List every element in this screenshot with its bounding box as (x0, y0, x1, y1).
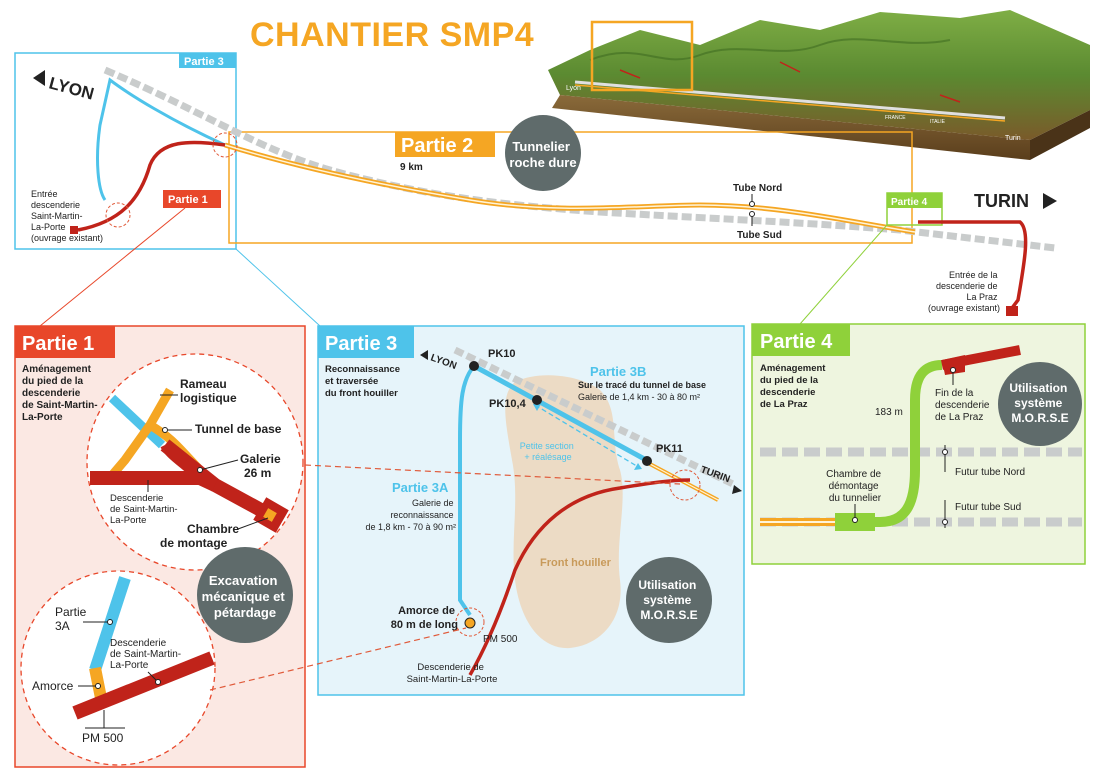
panel1-descenderie2-label: Descenderie de Saint-Martin- La-Porte (110, 638, 184, 671)
panel4-chambre-label: Chambre de démontage du tunnelier (826, 469, 884, 504)
panel3-pk10-label: PK10 (488, 348, 516, 360)
overview-partie1-tag: Partie 1 (168, 194, 208, 206)
panel3-front-houiller-zone (505, 375, 623, 649)
panel3-partie3a-desc: Galerie de reconnaissance de 1,8 km - 70… (365, 498, 456, 532)
panel3-amorce-label: Amorce de 80 m de long (391, 605, 458, 631)
panel3-front-houiller-label: Front houiller (540, 557, 612, 569)
relief-highlight-frame (590, 20, 694, 92)
relief-turin-label: Turin (1005, 135, 1021, 142)
panel3-partie3a-title: Partie 3A (392, 480, 449, 495)
main-title: CHANTIER SMP4 (250, 16, 534, 54)
panel-partie3: Partie 3 Reconnaissance et traversée du … (317, 325, 745, 696)
overview-entree-praz: Entrée de la descenderie de La Praz (ouv… (928, 270, 1000, 313)
overview-partie3-frame (14, 52, 237, 250)
panel1-chambre-label: Chambre de montage (160, 522, 242, 550)
panel3-pm500-label: PM 500 (483, 634, 518, 645)
panel-partie4: Partie 4 Aménagement du pied de la desce… (751, 323, 1086, 565)
panel4-futur-nord: Futur tube Nord (955, 467, 1025, 478)
panel3-partie3b-line2: Galerie de 1,4 km - 30 à 80 m² (578, 392, 700, 402)
overview-partie2-tag: Partie 2 (401, 135, 473, 157)
relief-france-label: FRANCE (885, 115, 906, 121)
panel1-description: Aménagement du pied de la descenderie de… (22, 364, 100, 423)
panel1-galerie-label: Galerie 26 m (240, 452, 284, 480)
overview-map: Partie 3 Partie 2 9 km Partie 1 LYON Ent… (14, 52, 1057, 327)
overview-partie4-tag: Partie 4 (891, 197, 928, 208)
panel3-header: Partie 3 (325, 333, 397, 355)
panel4-morse-badge (998, 362, 1082, 446)
overview-length: 9 km (400, 162, 423, 173)
panel4-header: Partie 4 (760, 331, 833, 353)
panel3-morse-text: Utilisation système M.O.R.S.E (638, 578, 699, 622)
panel4-morse-text: Utilisation système M.O.R.S.E (1009, 381, 1070, 425)
panel3-pk104-marker (532, 395, 542, 405)
overview-lyon-arrow (33, 70, 45, 86)
panel3-description: Reconnaissance et traversée du front hou… (325, 364, 403, 399)
relief-italie-label: ITALIE (930, 119, 946, 125)
panel3-pk10-marker (469, 361, 479, 371)
panel1-excavation-text: Excavation mécanique et pétardage (202, 573, 289, 620)
relief-block: Lyon FRANCE ITALIE Turin (548, 10, 1090, 160)
overview-turin-label: TURIN (974, 191, 1029, 211)
panel3-petite-section: Petite section + réalésage (520, 441, 577, 462)
overview-entree-smlp: Entrée descenderie Saint-Martin- La-Port… (31, 189, 103, 243)
panel3-descenderie-label: Descenderie de Saint-Martin-La-Porte (407, 662, 498, 685)
panel4-length-label: 183 m (875, 407, 903, 418)
panel4-futur-sud: Futur tube Sud (955, 502, 1021, 513)
relief-lyon-label: Lyon (566, 85, 581, 92)
panel3-pk11-marker (642, 456, 652, 466)
panel3-partie3b-title: Partie 3B (590, 364, 646, 379)
panel3-pk104-label: PK10,4 (489, 398, 527, 410)
panel4-description: Aménagement du pied de la descenderie de… (760, 363, 828, 410)
overview-tunnelier-badge (505, 115, 581, 191)
panel1-tunnel-base-label: Tunnel de base (195, 422, 282, 436)
panel1-header: Partie 1 (22, 333, 94, 355)
overview-tube-sud: Tube Sud (737, 230, 782, 241)
panel1-descenderie-label: Descenderie de Saint-Martin- La-Porte (110, 493, 180, 526)
overview-lyon-label: LYON (47, 74, 96, 104)
panel1-amorce-label: Amorce (32, 679, 74, 693)
overview-turin-arrow (1043, 193, 1057, 209)
panel1-excavation-badge (197, 547, 293, 643)
overview-tunnelier-text: Tunnelier roche dure (509, 139, 576, 170)
panel4-fin-label: Fin de la descenderie de La Praz (935, 388, 992, 423)
panel1-partie3a-label: Partie 3A (55, 605, 90, 633)
panel3-morse-badge (626, 557, 712, 643)
panel3-partie3b-line1: Sur le tracé du tunnel de base (578, 380, 706, 390)
panel3-pk11-label: PK11 (656, 443, 683, 455)
panel1-zoom-circle-lower (20, 570, 216, 766)
panel-partie1: Partie 1 Aménagement du pied de la desce… (14, 325, 306, 768)
panel1-pm500-label: PM 500 (82, 731, 124, 745)
overview-partie3-tag: Partie 3 (184, 56, 224, 68)
overview-tube-nord: Tube Nord (733, 183, 782, 194)
panel1-rameau-label: Rameau logistique (180, 377, 237, 405)
